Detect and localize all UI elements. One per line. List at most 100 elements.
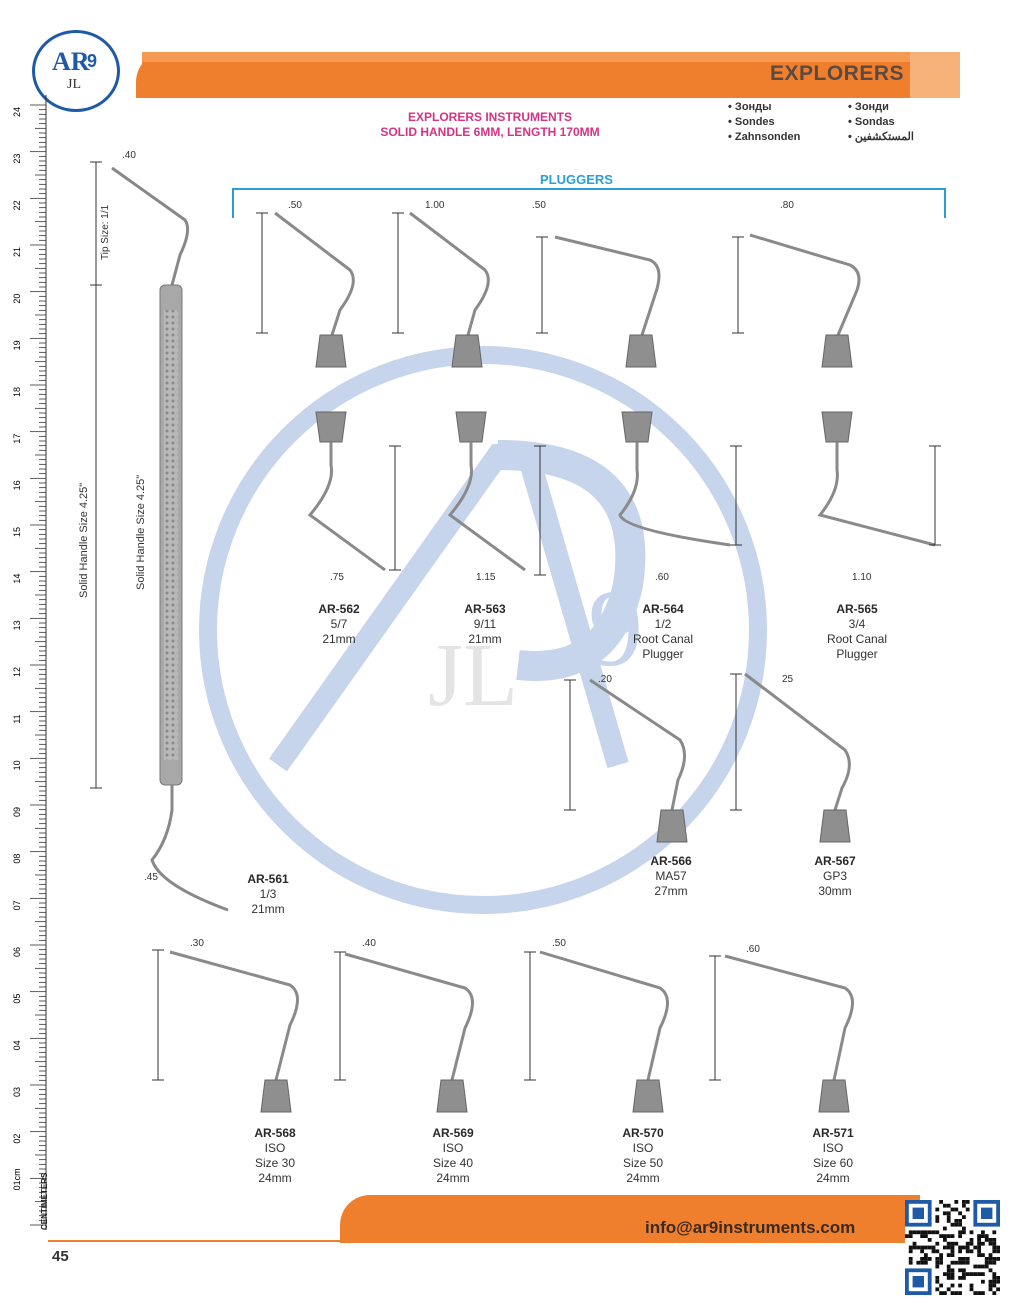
qr-module	[946, 1241, 951, 1246]
qr-module	[954, 1200, 959, 1204]
qr-module	[950, 1207, 955, 1212]
qr-module	[943, 1238, 947, 1242]
qr-module	[996, 1287, 1000, 1292]
lang-spanish: Sondas	[848, 116, 895, 128]
item-spec: GP3	[822, 869, 847, 883]
qr-module	[946, 1272, 951, 1276]
qr-module	[924, 1230, 928, 1235]
qr-module	[946, 1268, 951, 1273]
item-code: AR-569	[432, 1126, 474, 1140]
qr-module	[946, 1253, 951, 1257]
qr-module	[992, 1245, 997, 1250]
tip-size-label: Tip Size: 1/1	[100, 204, 111, 260]
tip-value: .20	[598, 674, 612, 685]
item-size: Size 30	[254, 1156, 296, 1170]
item-length: 24mm	[258, 1171, 292, 1185]
qr-module	[977, 1249, 981, 1254]
qr-module	[992, 1249, 997, 1254]
qr-module	[988, 1279, 993, 1284]
qr-module	[954, 1207, 959, 1212]
qr-module	[992, 1291, 997, 1295]
item-ar-568: AR-568 ISO Size 30 24mm	[230, 1126, 320, 1186]
item-length: 21mm	[322, 632, 356, 646]
qr-module	[939, 1260, 943, 1265]
qr-module	[962, 1245, 966, 1250]
qr-module	[920, 1234, 924, 1238]
qr-module	[962, 1226, 966, 1231]
qr-module	[935, 1264, 940, 1269]
lang-russian: Зонды	[728, 101, 772, 113]
ruler-label: 23	[12, 154, 22, 164]
handle-size-outer: Solid Handle Size 4.25"	[78, 482, 90, 598]
qr-module	[946, 1215, 951, 1219]
qr-module	[992, 1257, 997, 1261]
item-spec: ISO	[822, 1141, 844, 1155]
qr-module	[965, 1249, 970, 1254]
bottom-instruments-drawing	[152, 949, 854, 1113]
qr-module	[981, 1279, 985, 1284]
qr-module	[924, 1253, 928, 1257]
item-length: 24mm	[626, 1171, 660, 1185]
qr-module	[977, 1272, 981, 1276]
qr-module	[946, 1203, 951, 1208]
tip-value: .30	[190, 938, 204, 949]
qr-module	[950, 1283, 955, 1288]
qr-module	[912, 1241, 917, 1246]
lang-ukrainian: Зонди	[848, 101, 889, 113]
qr-module	[958, 1249, 962, 1254]
qr-module	[977, 1264, 981, 1269]
brand-logo: AR 9 JL	[32, 30, 120, 112]
qr-module	[992, 1283, 997, 1288]
qr-module	[965, 1200, 970, 1204]
item-code: AR-563	[464, 602, 506, 616]
qr-module	[988, 1241, 993, 1246]
qr-code[interactable]	[905, 1200, 1000, 1295]
item-desc: Root Canal	[826, 632, 888, 646]
qr-module	[981, 1207, 993, 1219]
tip-value: .60	[746, 944, 760, 955]
page-number: 45	[52, 1248, 69, 1265]
tip-value: .80	[780, 200, 794, 211]
qr-module	[996, 1245, 1000, 1250]
qr-module	[912, 1276, 924, 1288]
qr-module	[950, 1276, 955, 1280]
ruler-label: 17	[12, 434, 22, 444]
item-length: 24mm	[816, 1171, 850, 1185]
qr-module	[935, 1276, 940, 1280]
qr-module	[954, 1291, 959, 1295]
qr-module	[992, 1276, 997, 1280]
qr-module	[912, 1245, 917, 1250]
qr-module	[969, 1249, 974, 1254]
qr-module	[958, 1245, 962, 1250]
qr-module	[988, 1260, 993, 1265]
qr-module	[935, 1249, 940, 1254]
item-ar-564: AR-564 1/2 Root Canal Plugger	[618, 602, 708, 662]
qr-module	[908, 1249, 913, 1254]
section-bracket	[232, 188, 946, 218]
tip-value: 1.15	[476, 572, 496, 583]
item-ar-565: AR-565 3/4 Root Canal Plugger	[812, 602, 902, 662]
qr-module	[927, 1257, 932, 1261]
item-length: 21mm	[468, 632, 502, 646]
item-ar-569: AR-569 ISO Size 40 24mm	[408, 1126, 498, 1186]
qr-module	[958, 1268, 962, 1273]
lang-french: Sondes	[728, 116, 775, 128]
contact-email-link[interactable]: info@ar9instruments.com	[645, 1218, 856, 1237]
ruler-label: 09	[12, 807, 22, 817]
item-length: 27mm	[654, 884, 688, 898]
upper-pluggers-drawing	[256, 211, 861, 368]
qr-module	[977, 1238, 981, 1242]
qr-module	[973, 1264, 978, 1269]
ruler-label: 22	[12, 200, 22, 210]
qr-module	[943, 1226, 947, 1231]
page-title: EXPLORERS	[769, 62, 904, 85]
qr-module	[962, 1230, 966, 1235]
qr-module	[935, 1215, 940, 1219]
qr-module	[958, 1222, 962, 1227]
qr-module	[965, 1272, 970, 1276]
qr-module	[946, 1264, 951, 1269]
qr-module	[992, 1260, 997, 1265]
qr-module	[943, 1211, 947, 1216]
qr-module	[908, 1234, 913, 1238]
qr-module	[969, 1287, 974, 1292]
